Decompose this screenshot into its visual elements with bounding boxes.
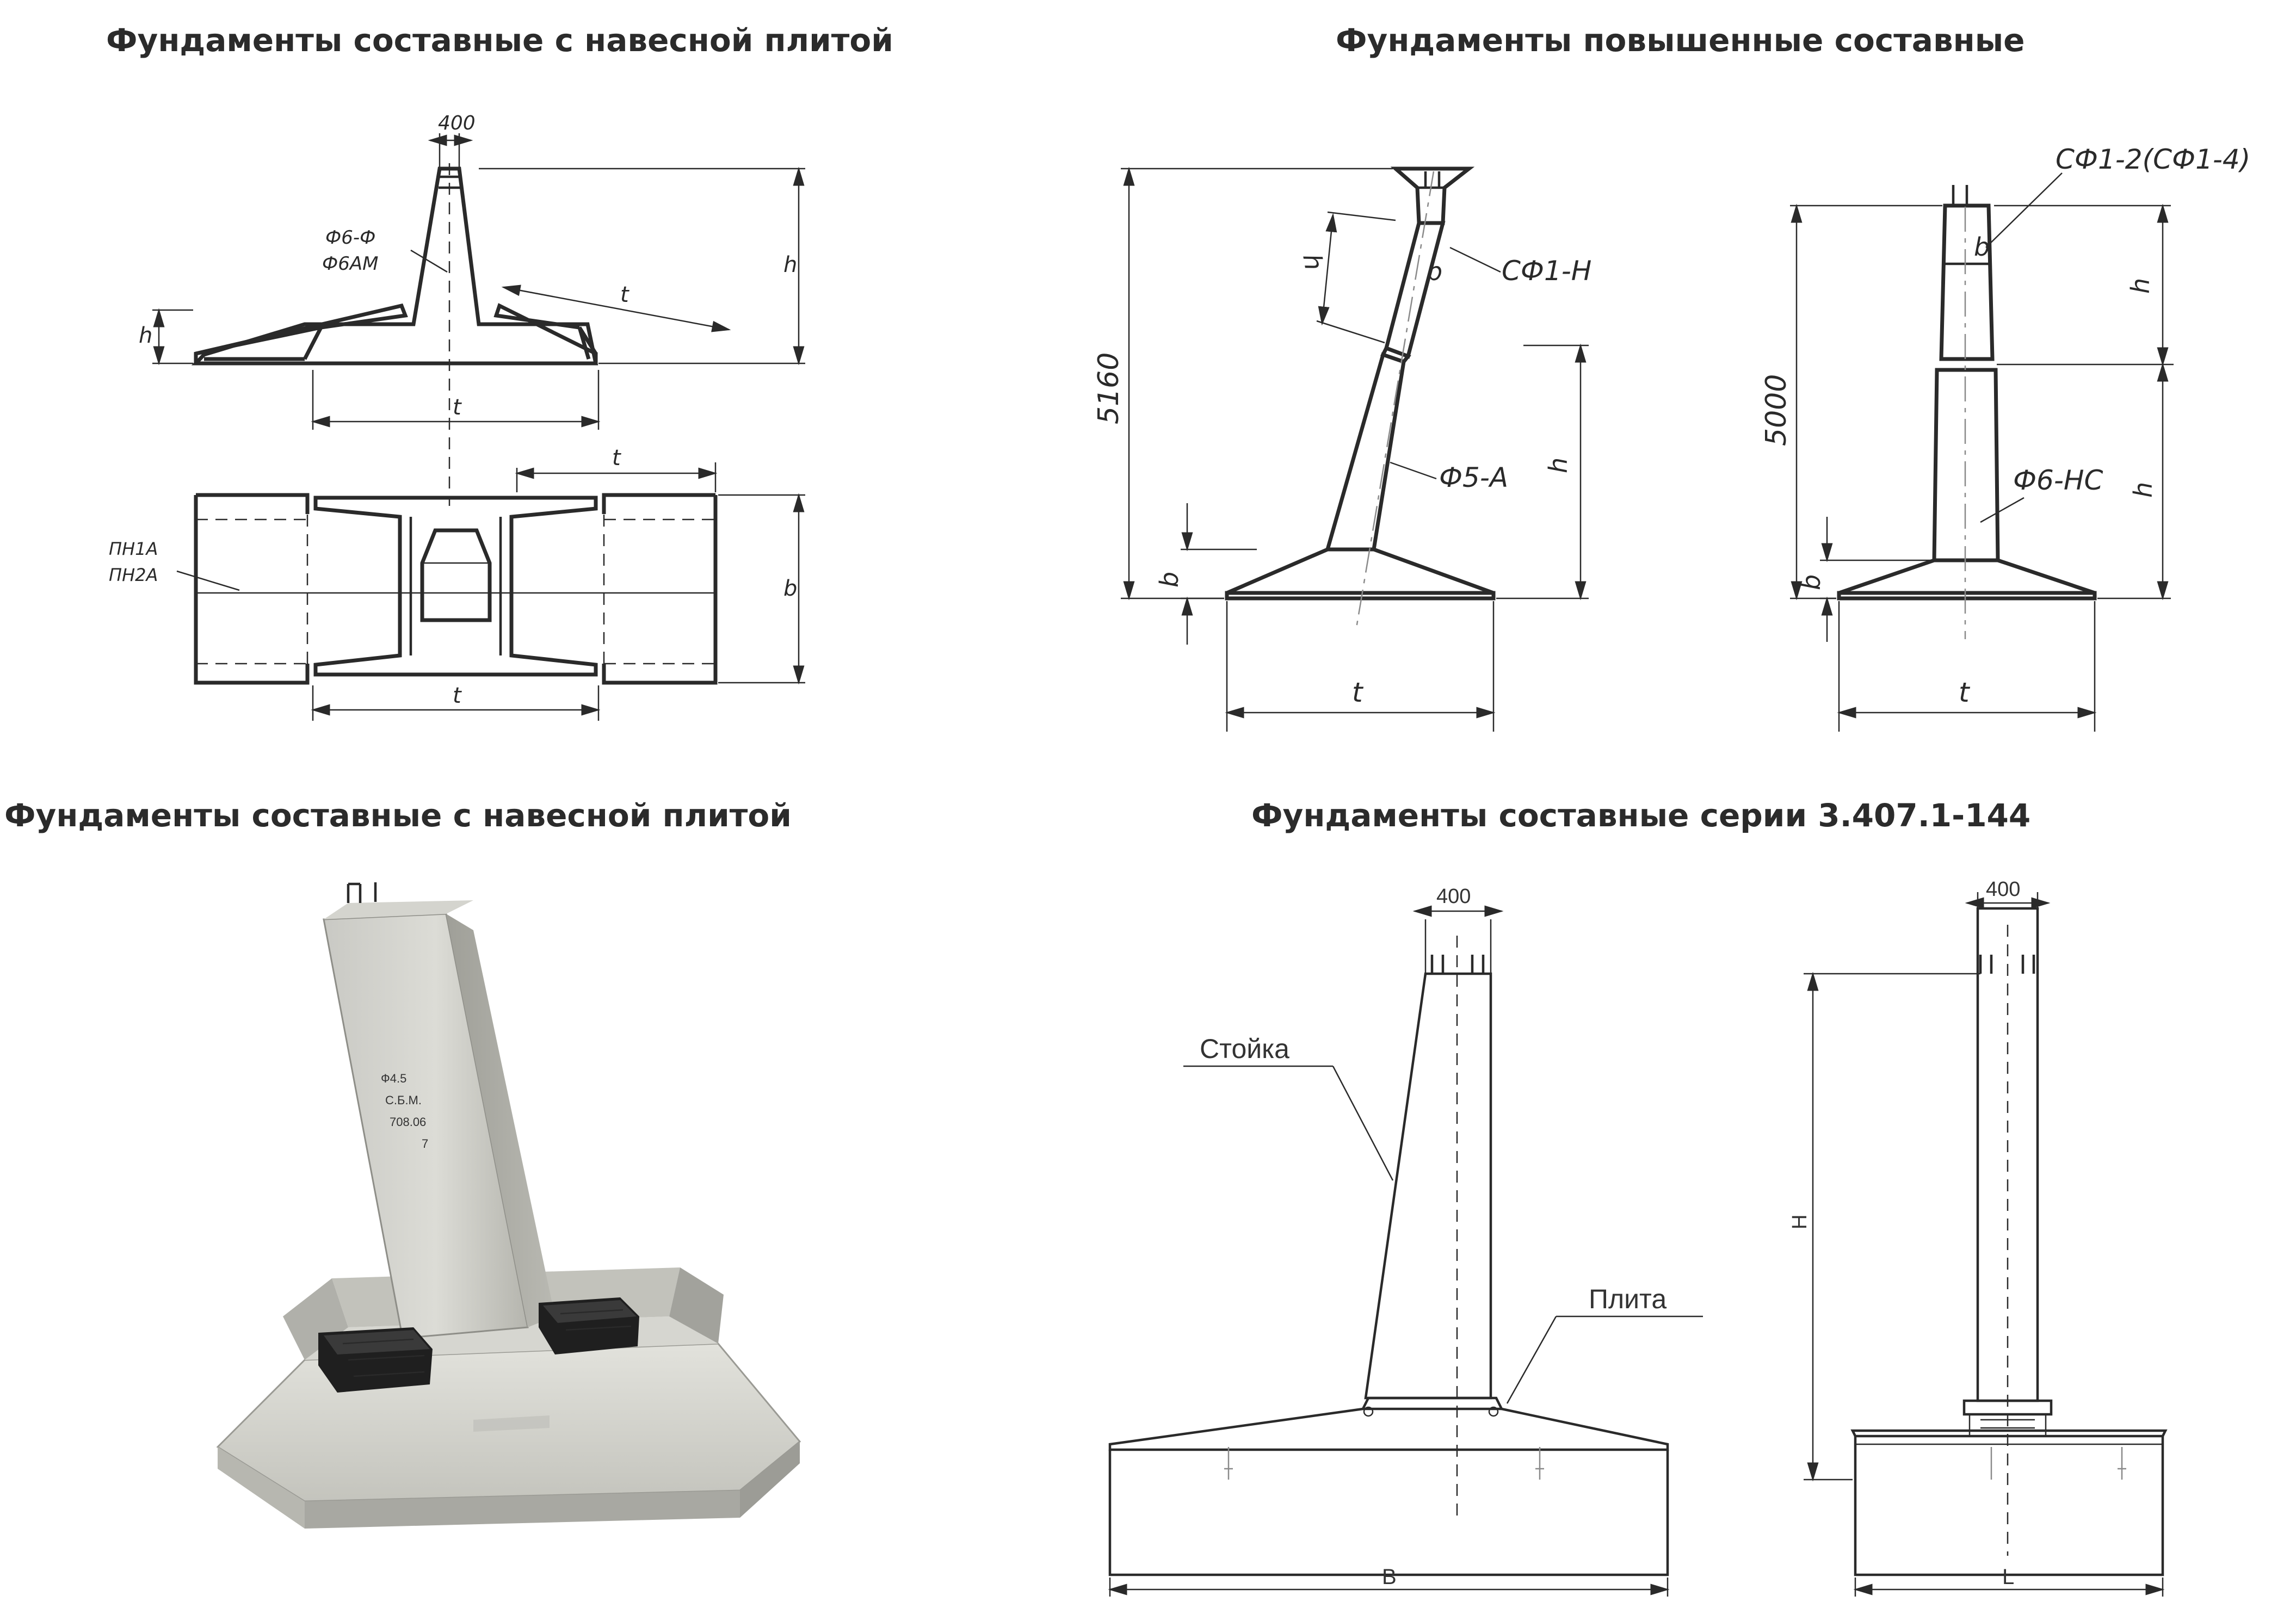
dim-t-b: t: [1959, 677, 1971, 708]
dim-b-base-a: b: [1155, 572, 1184, 587]
dim-h-inclined: h: [1297, 252, 1329, 273]
label-sf1-n: СФ1-Н: [1502, 255, 1591, 287]
slab-label-2: ПН2А: [109, 565, 158, 585]
dim-B: В: [1382, 1565, 1397, 1589]
stand-marking: Ф4.5 С.Б.М. 708.06 7: [381, 1072, 428, 1151]
title-bottom-right: Фундаменты составные серии 3.407.1-144: [1251, 797, 2031, 834]
dim-400-a: 400: [1436, 885, 1471, 908]
photo-foundation: Ф4.5 С.Б.М. 708.06 7: [216, 882, 801, 1529]
dim-h-right: h: [783, 252, 797, 277]
dim-H: Н: [1788, 1215, 1811, 1229]
title-top-right: Фундаменты повышенные составные: [1336, 22, 2025, 59]
plan-view: b t t ПН1А ПН2А: [109, 446, 805, 721]
label-f6-ns: Ф6-НС: [2013, 465, 2103, 496]
drawing-top-left: 400 h h t t Ф6-Ф Ф6АМ: [109, 112, 805, 721]
column-view-b: 400 Н L: [1788, 878, 2168, 1597]
stand-label-1: Ф6-Ф: [325, 227, 375, 249]
dim-t-base: t: [453, 395, 462, 420]
dim-h-left: h: [139, 323, 152, 348]
dim-b-plan: b: [783, 576, 797, 601]
steel-bracket-right: [539, 1297, 639, 1354]
marking-line-3: 708.06: [390, 1115, 426, 1129]
dim-5000: 5000: [1760, 374, 1793, 446]
label-f5-a: Ф5-А: [1439, 462, 1508, 493]
dim-400-top-left: 400: [438, 112, 476, 134]
steel-bracket-left: [318, 1327, 433, 1393]
dim-5160: 5160: [1093, 352, 1125, 424]
marking-line-1: Ф4.5: [381, 1072, 406, 1085]
dim-L: L: [2002, 1565, 2014, 1589]
dim-b-inclined: b: [1427, 257, 1442, 286]
marking-line-4: 7: [422, 1137, 428, 1151]
dim-t-slab: t: [620, 282, 629, 307]
dim-h-top-b: h: [2126, 278, 2155, 294]
dim-h-stand: h: [1544, 457, 1573, 473]
label-sf1-2: СФ1-2(СФ1-4): [2056, 144, 2250, 175]
drawing-top-right-a: 5160 h b СФ1-Н Ф5-А h b t: [1093, 166, 1591, 732]
dim-400-b: 400: [1986, 878, 2020, 901]
title-bottom-left: Фундаменты составные с навесной плитой: [4, 797, 792, 834]
column-view-a: 400 В Стойка Плита: [1108, 885, 1703, 1597]
elevation-view: 400 h h t t Ф6-Ф Ф6АМ: [139, 112, 805, 506]
drawing-bottom-right: 400 В Стойка Плита: [1108, 878, 2168, 1597]
stand-label-2: Ф6АМ: [322, 253, 379, 275]
dim-b-top-b: b: [1974, 232, 1990, 262]
dim-t-a: t: [1352, 677, 1364, 708]
dim-b-base-b: b: [1797, 574, 1826, 590]
dim-t-plan-bottom: t: [453, 683, 462, 708]
dim-t-plan-top: t: [612, 446, 621, 471]
dim-h-mid-b: h: [2128, 482, 2158, 498]
label-plita: Плита: [1589, 1284, 1667, 1314]
marking-line-2: С.Б.М.: [385, 1093, 422, 1107]
title-top-left: Фундаменты составные с навесной плитой: [106, 22, 893, 59]
slab-label-1: ПН1А: [109, 539, 158, 559]
label-stoika: Стойка: [1200, 1034, 1289, 1064]
drawing-top-right-b: 5000 СФ1-2(СФ1-4) b h h Ф6-НС b t: [1760, 144, 2250, 732]
